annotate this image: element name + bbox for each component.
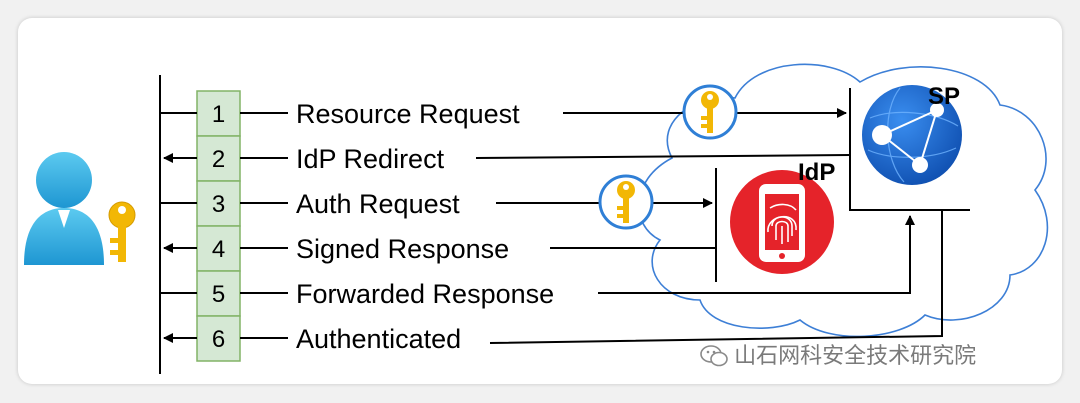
step-label-3: Auth Request — [296, 189, 460, 219]
step-number-4: 4 — [212, 236, 225, 263]
step-label-1: Resource Request — [296, 99, 520, 129]
step-number-6: 6 — [212, 326, 225, 353]
step-label-4: Signed Response — [296, 234, 509, 264]
sp-bracket — [849, 88, 970, 211]
diagram-card — [18, 18, 1062, 384]
idp-label: IdP — [798, 159, 835, 186]
step-number-1: 1 — [212, 101, 225, 128]
row6-line-right — [489, 210, 943, 344]
wechat-icon — [700, 345, 728, 367]
sp-network-globe-icon — [862, 85, 962, 185]
step-label-5: Forwarded Response — [296, 279, 554, 309]
step-number-2: 2 — [212, 146, 225, 173]
user-actor-icon — [24, 152, 136, 265]
auth-request-key-icon — [598, 174, 654, 230]
sp-label: SP — [928, 83, 960, 110]
step-label-6: Authenticated — [296, 324, 461, 354]
step-number-5: 5 — [212, 281, 225, 308]
row2-line-right — [475, 154, 851, 159]
cloud-shape — [638, 63, 1049, 338]
watermark: 山石网科安全技术研究院 — [700, 338, 976, 370]
step-label-2: IdP Redirect — [296, 144, 445, 174]
row5-arrow — [598, 215, 915, 294]
resource-request-key-icon — [682, 84, 738, 140]
watermark-text: 山石网科安全技术研究院 — [734, 343, 977, 368]
step-number-3: 3 — [212, 191, 225, 218]
step-number-column: 1 2 3 4 5 6 — [196, 90, 241, 362]
idp-fingerprint-phone-icon — [730, 170, 834, 274]
user-key-icon — [108, 201, 136, 262]
